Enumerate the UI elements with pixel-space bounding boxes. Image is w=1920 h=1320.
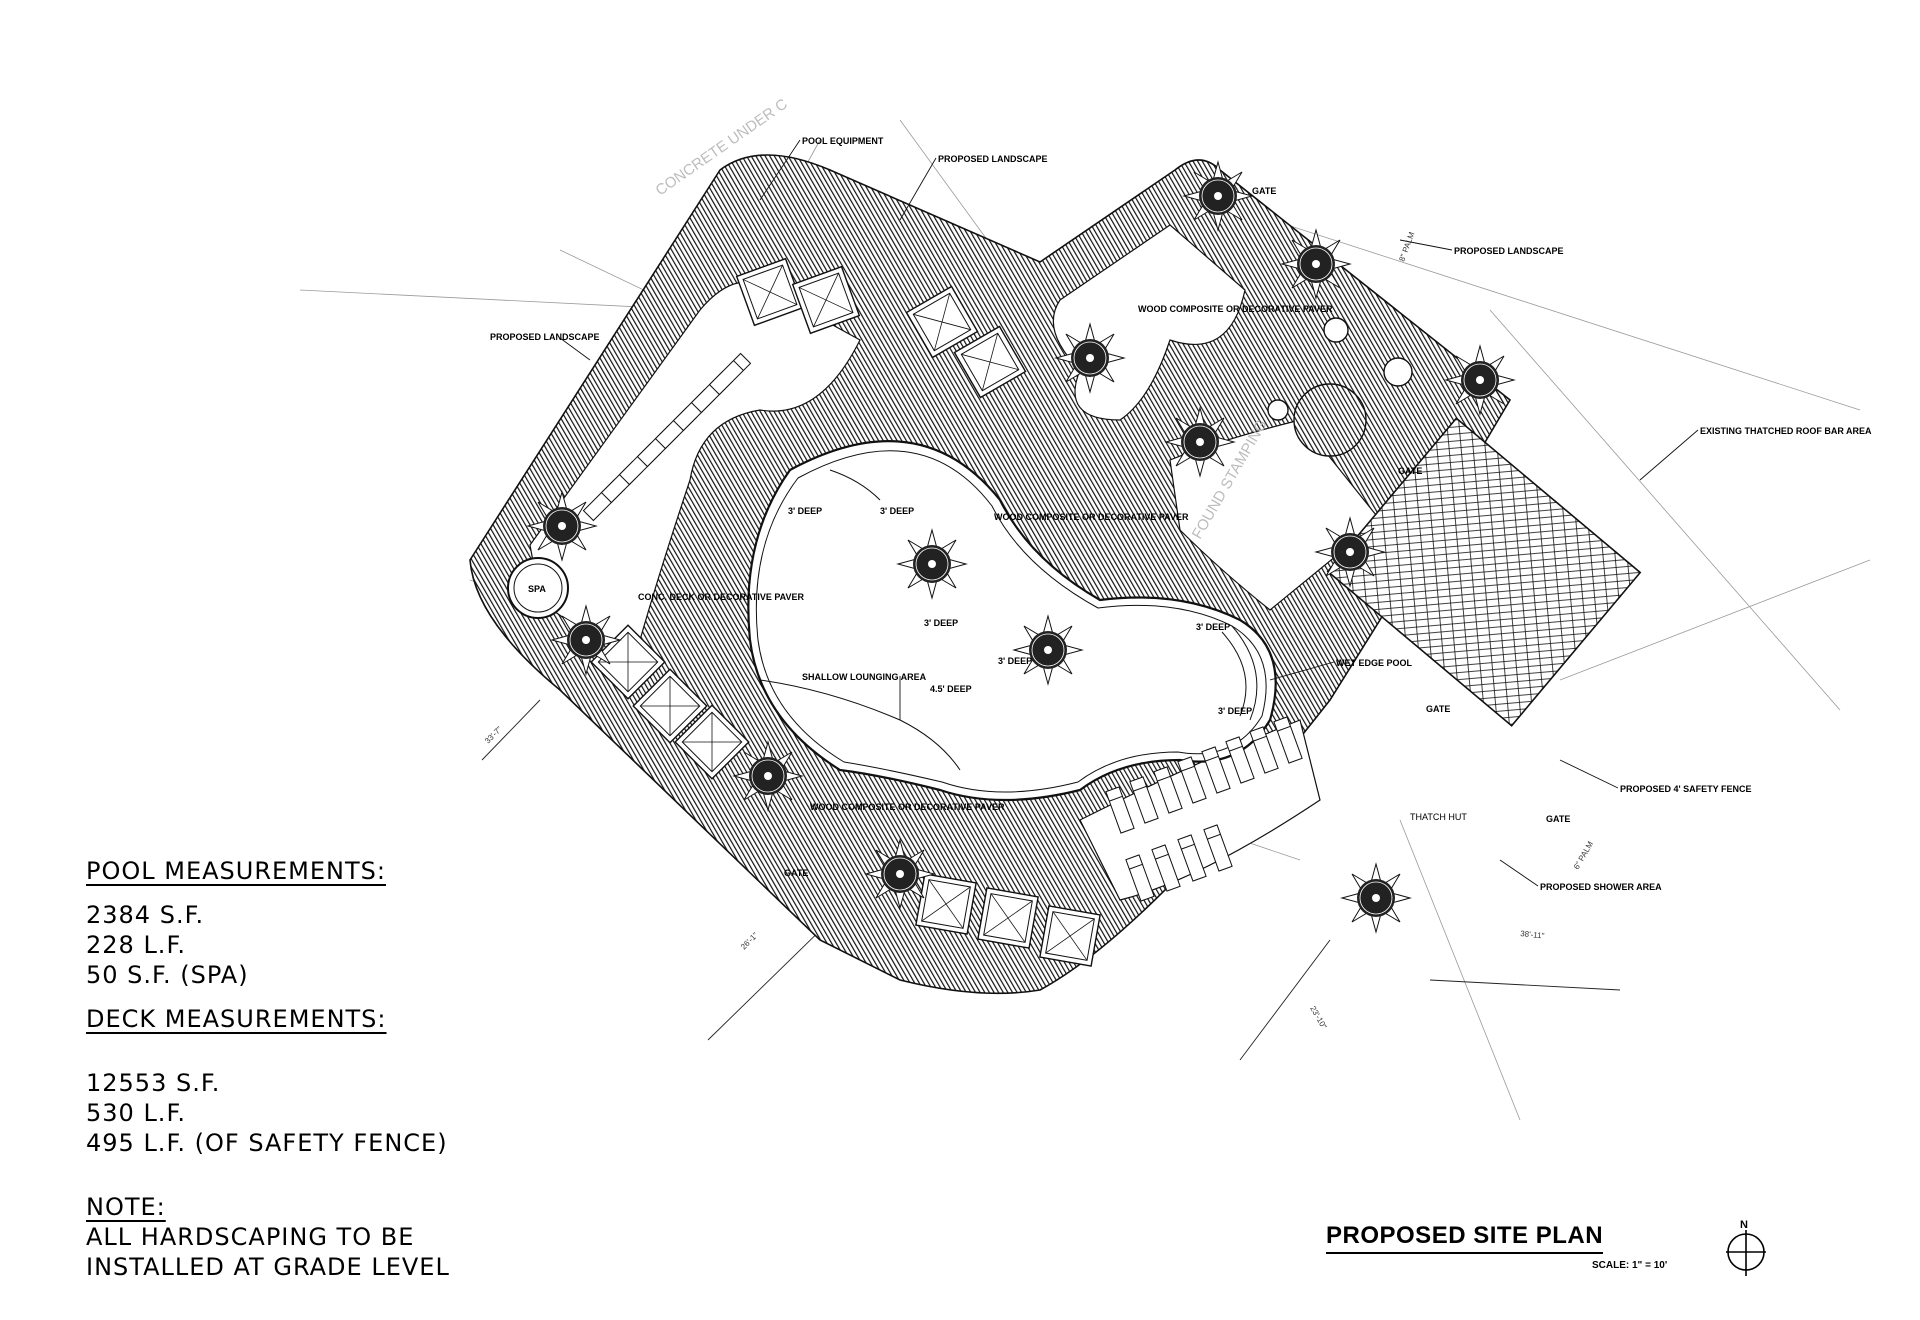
palm-tree-icon	[1315, 517, 1385, 587]
pool-measurement-line: 2384 S.F.	[86, 901, 205, 929]
palm-tree-icon	[1055, 323, 1125, 393]
label-conc-deck: CONC. DECK OR DECORATIVE PAVER	[638, 592, 805, 602]
label-depth: 3' DEEP	[788, 506, 822, 516]
palm-tree-icon	[1341, 863, 1411, 933]
north-arrow-icon: N	[1726, 1219, 1766, 1276]
label-proposed-landscape: PROPOSED LANDSCAPE	[938, 154, 1048, 164]
label-depth: 3' DEEP	[998, 656, 1032, 666]
label-gate: GATE	[784, 868, 808, 878]
label-pool-equipment: POOL EQUIPMENT	[802, 136, 884, 146]
label-wood-composite: WOOD COMPOSITE OR DECORATIVE PAVER	[994, 512, 1189, 522]
drawing-scale: SCALE: 1" = 10'	[1592, 1260, 1668, 1271]
palm-tree-icon	[1281, 229, 1351, 299]
label-depth: 3' DEEP	[1196, 622, 1230, 632]
round-tables	[1267, 317, 1413, 457]
label-wet-edge-pool: WET EDGE POOL	[1336, 658, 1413, 668]
palm-tree-icon	[1445, 345, 1515, 415]
pool-measurement-line: 50 S.F. (SPA)	[86, 961, 249, 989]
label-gate: GATE	[1398, 466, 1422, 476]
label-thatch-hut: THATCH HUT	[1410, 812, 1467, 822]
label-palm: 6" PALM	[1572, 840, 1595, 871]
pool-measurement-line: 228 L.F.	[86, 931, 187, 959]
plan-labels: POOL EQUIPMENT PROPOSED LANDSCAPE PROPOS…	[490, 136, 1872, 892]
dimension-label: 38'-11"	[1520, 929, 1545, 941]
note-line: ALL HARDSCAPING TO BE	[86, 1223, 415, 1251]
label-depth: 3' DEEP	[924, 618, 958, 628]
label-depth: 3' DEEP	[1218, 706, 1252, 716]
label-wood-composite: WOOD COMPOSITE OR DECORATIVE PAVER	[810, 802, 1005, 812]
label-shallow-lounging: SHALLOW LOUNGING AREA	[802, 672, 927, 682]
measurements-notes: POOL MEASUREMENTS: 2384 S.F. 228 L.F. 50…	[86, 856, 646, 1282]
label-palm: 8" PALM	[1397, 230, 1416, 262]
deck-measurement-line: 495 L.F. (OF SAFETY FENCE)	[86, 1129, 448, 1157]
leader-lines	[559, 139, 1699, 887]
label-spa: SPA	[528, 584, 546, 594]
dimension-label: 26'-1"	[739, 931, 760, 952]
palm-tree-icon	[527, 491, 597, 561]
palm-tree-icon	[1165, 407, 1235, 477]
deck-measurement-line: 530 L.F.	[86, 1099, 187, 1127]
drawing-title: PROPOSED SITE PLAN	[1326, 1222, 1604, 1254]
label-depth: 3' DEEP	[880, 506, 914, 516]
label-proposed-landscape: PROPOSED LANDSCAPE	[490, 332, 600, 342]
palm-tree-icon	[733, 741, 803, 811]
label-safety-fence: PROPOSED 4' SAFETY FENCE	[1620, 784, 1752, 794]
deck-measurement-line: 12553 S.F.	[86, 1069, 221, 1097]
north-label: N	[1740, 1219, 1748, 1231]
label-wood-composite: WOOD COMPOSITE OR DECORATIVE PAVER	[1138, 304, 1333, 314]
dimension-label: 23'-10"	[1308, 1005, 1328, 1031]
spa	[507, 557, 569, 619]
label-gate: GATE	[1252, 186, 1276, 196]
label-depth: 4.5' DEEP	[930, 684, 972, 694]
title-block: PROPOSED SITE PLAN SCALE: 1" = 10'	[1326, 1222, 1706, 1282]
note-line: INSTALLED AT GRADE LEVEL	[86, 1253, 450, 1281]
thatched-roof-bar	[1326, 417, 1642, 727]
palm-tree-icon	[1013, 615, 1083, 685]
label-shower-area: PROPOSED SHOWER AREA	[1540, 882, 1662, 892]
label-existing-bar: EXISTING THATCHED ROOF BAR AREA	[1700, 426, 1872, 436]
palm-tree-icon	[897, 529, 967, 599]
pool-measurements-heading: POOL MEASUREMENTS:	[86, 857, 386, 885]
label-gate: GATE	[1426, 704, 1450, 714]
palm-tree-icon	[865, 839, 935, 909]
dimension-label: 33'-7"	[483, 725, 504, 746]
note-heading: NOTE:	[86, 1193, 166, 1221]
palm-tree-icon	[551, 605, 621, 675]
label-gate: GATE	[1546, 814, 1570, 824]
deck-measurements-heading: DECK MEASUREMENTS:	[86, 1005, 387, 1033]
label-proposed-landscape: PROPOSED LANDSCAPE	[1454, 246, 1564, 256]
palm-tree-icon	[1183, 161, 1253, 231]
